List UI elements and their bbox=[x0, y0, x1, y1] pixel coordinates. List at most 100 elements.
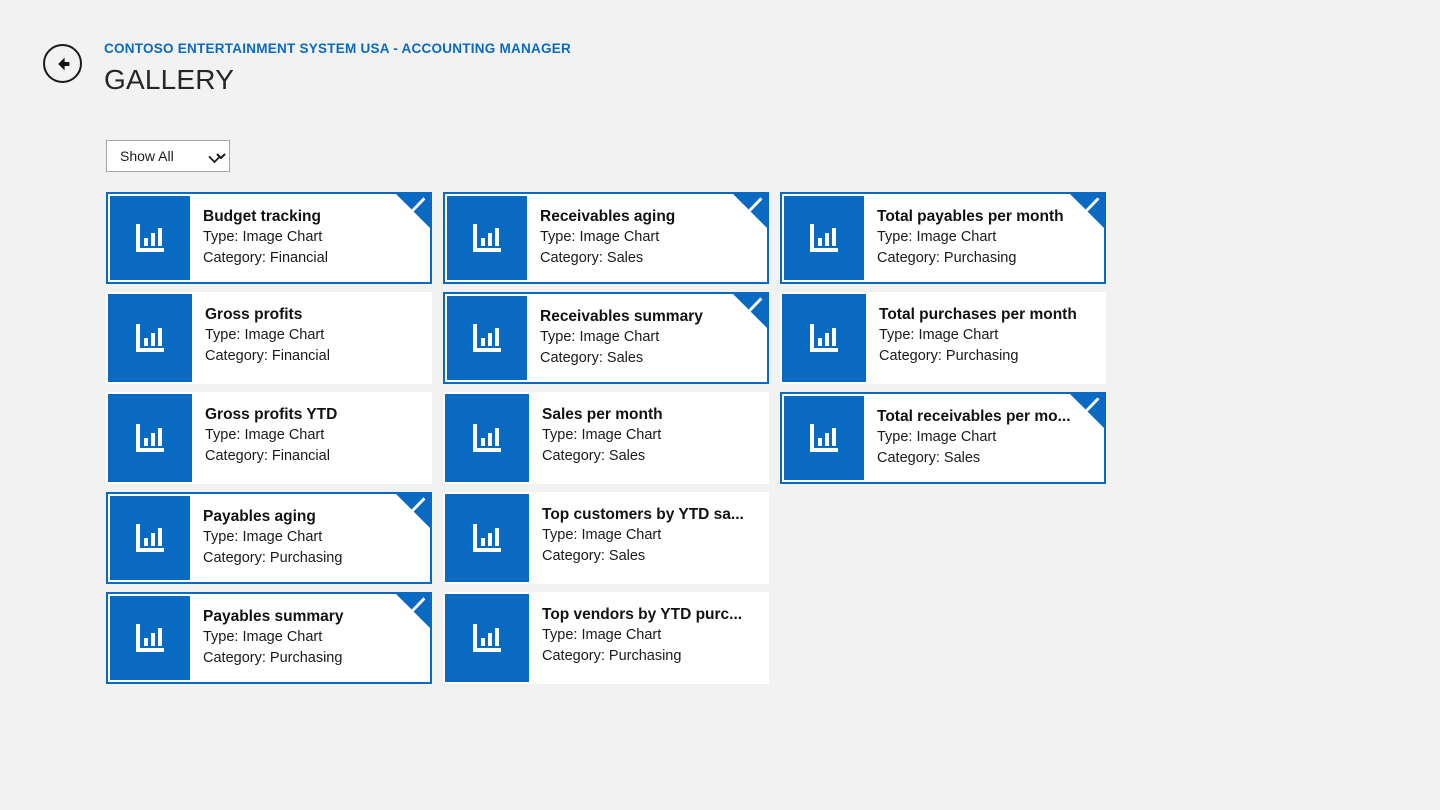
gallery-tile-type: Type: Image Chart bbox=[540, 229, 660, 245]
bar-chart-icon bbox=[110, 596, 190, 680]
bar-chart-icon bbox=[445, 594, 529, 682]
app-title: CONTOSO ENTERTAINMENT SYSTEM USA - ACCOU… bbox=[104, 41, 572, 56]
gallery-tile-type: Type: Image Chart bbox=[542, 527, 662, 543]
gallery-tile-inner: Top vendors by YTD purc... Type: Image Ch… bbox=[445, 594, 767, 682]
gallery-tile-title: Gross profits bbox=[205, 306, 303, 323]
bar-chart-icon bbox=[447, 196, 527, 280]
gallery-tile-body: Top vendors by YTD purc... Type: Image Ch… bbox=[529, 594, 767, 682]
gallery-tile-type: Type: Image Chart bbox=[542, 627, 662, 643]
page-header: CONTOSO ENTERTAINMENT SYSTEM USA - ACCOU… bbox=[0, 0, 1440, 120]
gallery-tile[interactable]: Total receivables per mo... Type: Image C… bbox=[780, 392, 1106, 484]
gallery-tile-category: Category: Financial bbox=[205, 448, 330, 464]
bar-chart-icon bbox=[784, 196, 864, 280]
bar-chart-icon bbox=[782, 294, 866, 382]
gallery-tile-category: Category: Purchasing bbox=[203, 650, 343, 666]
gallery-tile-title: Sales per month bbox=[542, 406, 663, 423]
gallery-tile-category: Category: Financial bbox=[203, 250, 328, 266]
gallery-tile[interactable]: Top customers by YTD sa... Type: Image Ch… bbox=[443, 492, 769, 584]
gallery-tile-type: Type: Image Chart bbox=[542, 427, 662, 443]
back-button[interactable] bbox=[43, 44, 82, 83]
filter-row: Show All bbox=[106, 140, 230, 172]
gallery-tile-type: Type: Image Chart bbox=[540, 329, 660, 345]
gallery-tile-category: Category: Purchasing bbox=[542, 648, 682, 664]
bar-chart-icon bbox=[784, 396, 864, 480]
gallery-tile-category: Category: Sales bbox=[540, 250, 644, 266]
gallery-tile-category: Category: Purchasing bbox=[877, 250, 1017, 266]
bar-chart-icon bbox=[447, 296, 527, 380]
gallery-tile-category: Category: Sales bbox=[542, 448, 646, 464]
gallery-tile-body: Total receivables per mo... Type: Image C… bbox=[864, 396, 1102, 480]
gallery-tile-title: Receivables aging bbox=[540, 208, 676, 225]
gallery-tile-category: Category: Purchasing bbox=[203, 550, 343, 566]
gallery-tile-type: Type: Image Chart bbox=[205, 327, 325, 343]
bar-chart-icon bbox=[445, 394, 529, 482]
bar-chart-icon bbox=[110, 496, 190, 580]
gallery-tile-category: Category: Financial bbox=[205, 348, 330, 364]
show-all-filter-select[interactable]: Show All bbox=[106, 140, 230, 172]
gallery-tile-type: Type: Image Chart bbox=[203, 629, 323, 645]
gallery-tile-category: Category: Purchasing bbox=[879, 348, 1019, 364]
gallery-tile-placeholder bbox=[780, 492, 1106, 584]
gallery-tile-title: Top vendors by YTD purc... bbox=[542, 606, 743, 623]
gallery-tile-type: Type: Image Chart bbox=[205, 427, 325, 443]
gallery-tile-type: Type: Image Chart bbox=[877, 229, 997, 245]
gallery-tile-inner: Top customers by YTD sa... Type: Image Ch… bbox=[445, 494, 767, 582]
gallery-tile-title: Receivables summary bbox=[540, 308, 703, 325]
gallery-tile-title: Total purchases per month bbox=[879, 306, 1077, 323]
header-text-block: CONTOSO ENTERTAINMENT SYSTEM USA - ACCOU… bbox=[104, 41, 571, 97]
gallery-tile-title: Total receivables per mo... bbox=[877, 408, 1071, 425]
gallery-tile-body: Top customers by YTD sa... Type: Image Ch… bbox=[529, 494, 767, 582]
gallery-tile-title: Gross profits YTD bbox=[205, 406, 338, 423]
gallery-tile-category: Category: Sales bbox=[542, 548, 646, 564]
bar-chart-icon bbox=[445, 494, 529, 582]
gallery-tile-type: Type: Image Chart bbox=[203, 229, 323, 245]
page-title: GALLERY bbox=[104, 64, 235, 95]
gallery-tile[interactable]: Top vendors by YTD purc... Type: Image Ch… bbox=[443, 592, 769, 684]
gallery-tile-placeholder bbox=[780, 592, 1106, 684]
gallery-tile-category: Category: Sales bbox=[877, 450, 981, 466]
bar-chart-icon bbox=[110, 196, 190, 280]
gallery-tile-type: Type: Image Chart bbox=[879, 327, 999, 343]
gallery-tile-type: Type: Image Chart bbox=[877, 429, 997, 445]
gallery-tile-title: Payables aging bbox=[203, 508, 316, 525]
gallery-tile-type: Type: Image Chart bbox=[203, 529, 323, 545]
gallery-tile-title: Top customers by YTD sa... bbox=[542, 506, 744, 523]
bar-chart-icon bbox=[108, 294, 192, 382]
bar-chart-icon bbox=[108, 394, 192, 482]
gallery-tile-title: Total payables per month bbox=[877, 208, 1064, 225]
gallery-tile-title: Payables summary bbox=[203, 608, 344, 625]
gallery-tile-title: Budget tracking bbox=[203, 208, 321, 225]
